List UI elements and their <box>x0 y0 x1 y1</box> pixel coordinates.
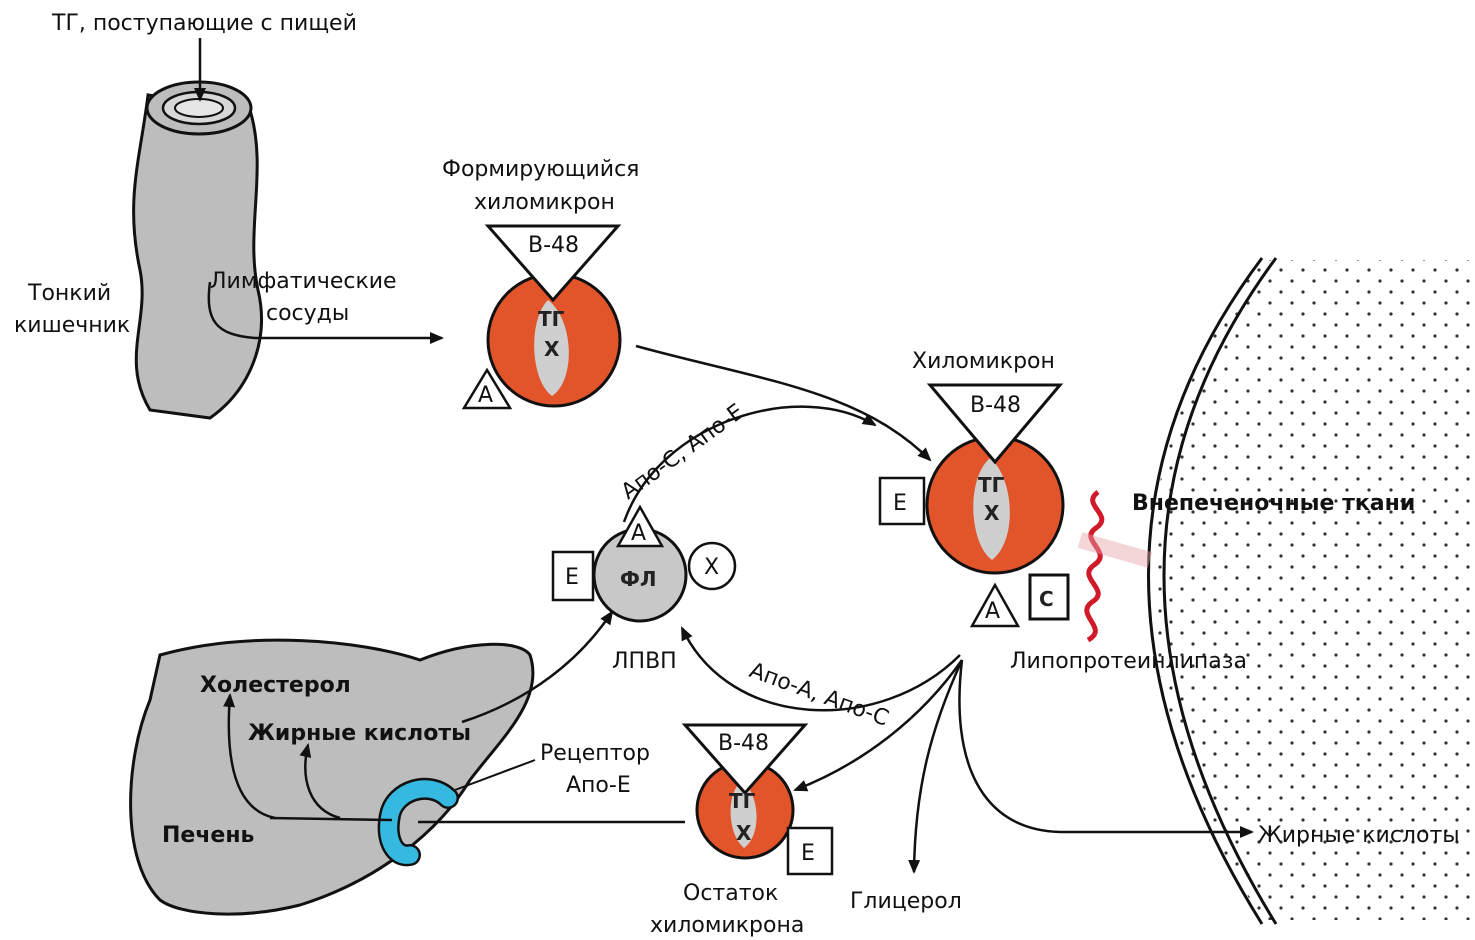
extrahepatic-tissue <box>1147 257 1475 925</box>
cholesterol-label: Холестерол <box>200 673 351 698</box>
forming-b48-tag: В-48 <box>528 233 579 258</box>
receptor-label: Рецептор <box>540 741 650 766</box>
forming-x-tag: Х <box>544 337 560 361</box>
remnant-x-tag: Х <box>736 821 752 845</box>
chylomicron <box>878 383 1070 628</box>
hdl-label: ЛПВП <box>612 649 677 674</box>
remnant-tg-tag: ТГ <box>729 789 756 813</box>
hdl-x-tag: Х <box>704 555 719 580</box>
receptor-label-2: Апо-Е <box>566 773 631 798</box>
liver-fatty-acids-label: Жирные кислоты <box>248 721 471 746</box>
to-fatty-acids-arrow <box>299 743 341 820</box>
lymph-label-2: сосуды <box>266 301 349 326</box>
apo-ac-transfer-arrow <box>680 626 961 712</box>
chylomicron-a-tag: А <box>985 599 1000 624</box>
hdl-fl-tag: ФЛ <box>620 567 656 591</box>
lymph-label: Лимфатические <box>210 269 397 294</box>
dietary-tg-label: ТГ, поступающие с пищей <box>51 11 357 36</box>
hdl-a-tag: А <box>631 521 646 546</box>
hdl-e-tag: Е <box>565 565 579 590</box>
forming-to-chylomicron-arrow <box>635 344 932 462</box>
liver-to-hdl-arrow <box>461 610 614 724</box>
forming-a-tag: А <box>478 383 493 408</box>
small-intestine-label: Тонкий <box>27 281 111 306</box>
glycerol-arrow <box>908 659 964 874</box>
small-intestine <box>132 80 263 420</box>
forming-chylomicron-label-2: хиломикрон <box>474 190 615 215</box>
hdl-particle <box>551 504 737 623</box>
lipase-smear <box>1077 532 1153 568</box>
chylomicron-label: Хиломикрон <box>912 349 1055 374</box>
apo-ce-transfer-arrow <box>622 405 877 523</box>
chylomicron-x-tag: Х <box>984 501 1000 525</box>
fatty-acids-right-label: Жирные кислоты <box>1258 823 1460 848</box>
lipoprotein-lipase-mark <box>1084 489 1105 643</box>
apo-ac-label: Апо-А, Апо-С <box>746 658 892 731</box>
chylomicron-b48-tag: В-48 <box>970 393 1021 418</box>
remnant-b48-tag: В-48 <box>718 731 769 756</box>
liver <box>129 638 535 916</box>
extrahepatic-label: Внепеченочные ткани <box>1132 491 1415 516</box>
liver-label: Печень <box>162 823 254 848</box>
lymph-arrow <box>207 281 444 344</box>
to-cholesterol-arrow <box>223 693 276 820</box>
lipase-label: Липопротеинлипаза <box>1010 649 1247 674</box>
receptor-pointer <box>454 759 536 791</box>
chylomicron-to-remnant-arrow <box>793 659 964 792</box>
apo-ce-label: Апо-С, Апо-Е <box>617 399 749 504</box>
remnant-label-2: хиломикрона <box>650 913 804 938</box>
fatty-acids-arrow <box>958 659 1254 838</box>
glycerol-label: Глицерол <box>850 889 962 914</box>
small-intestine-label-2: кишечник <box>14 313 130 338</box>
chylomicron-tg-tag: ТГ <box>978 473 1005 497</box>
chylomicron-c-tag: С <box>1039 587 1054 611</box>
remnant-e-tag: Е <box>801 841 815 866</box>
forming-chylomicron-label: Формирующийся <box>442 157 639 182</box>
remnant-label: Остаток <box>683 881 778 906</box>
forming-tg-tag: ТГ <box>538 307 565 331</box>
liver-uptake-line <box>269 816 393 822</box>
forming-chylomicron <box>461 224 622 410</box>
chylomicron-remnant <box>681 723 834 876</box>
chylomicron-e-tag: Е <box>893 491 907 516</box>
